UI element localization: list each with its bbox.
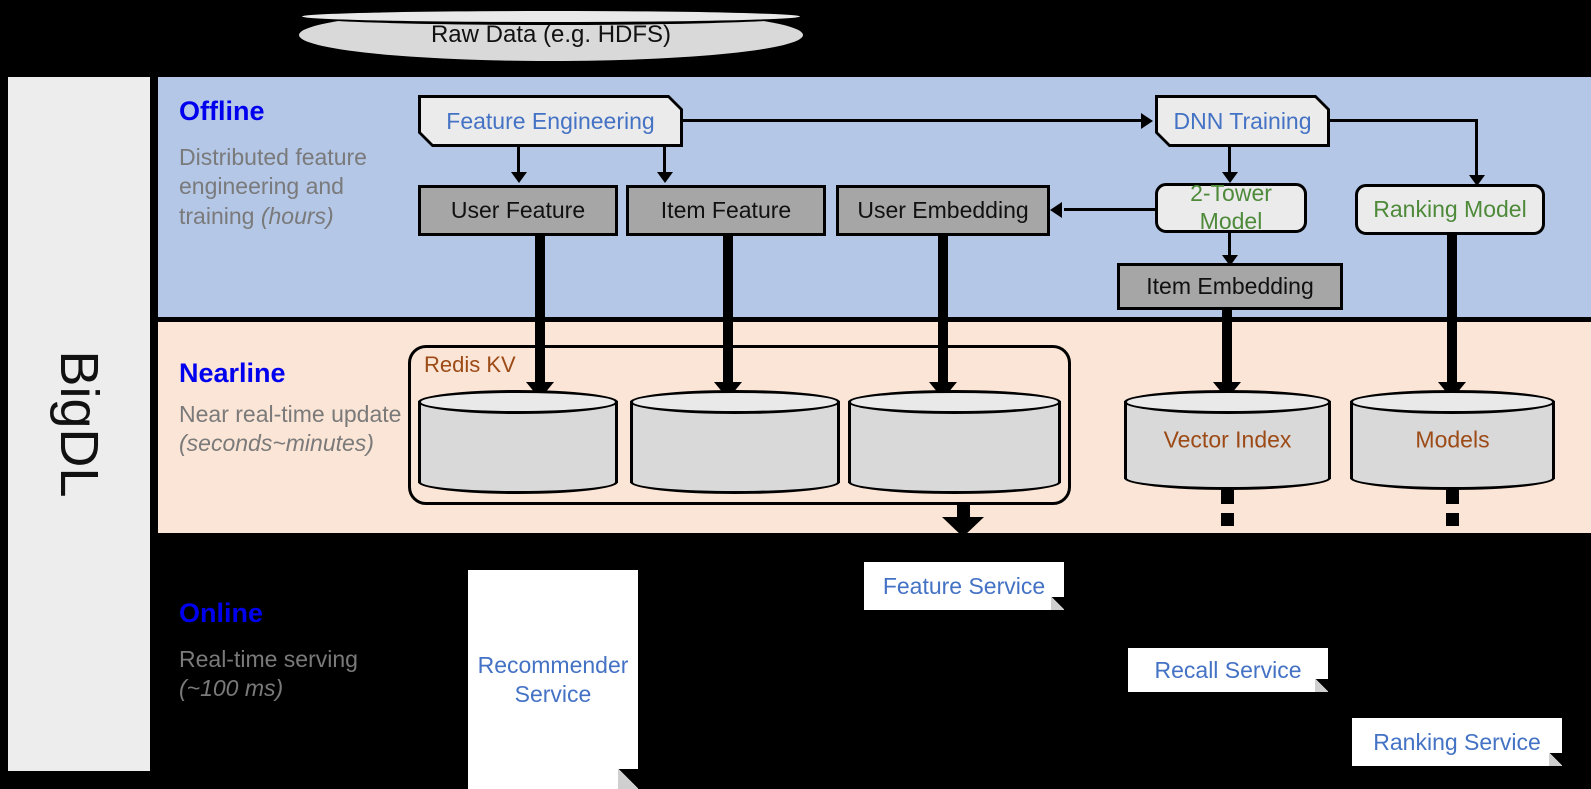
- connector-userembedding-kv3: [938, 236, 948, 386]
- raw-data-cylinder: Raw Data (e.g. HDFS): [296, 6, 806, 64]
- arrowhead-twotower-userembedding: [1050, 202, 1062, 218]
- band-subtitle-nearline: Near real-time update (seconds~minutes): [179, 401, 402, 457]
- models-label: Models: [1415, 426, 1490, 453]
- node-item-embedding[interactable]: Item Embedding: [1117, 263, 1343, 310]
- arrowhead-fe-dnn: [1141, 113, 1153, 129]
- connector-rankingmodel-models: [1447, 235, 1457, 386]
- item-embedding-label: Item Embedding: [1146, 272, 1314, 299]
- connector-vectorindex-stub1: [1221, 489, 1234, 504]
- node-kv-store-2[interactable]: [630, 390, 840, 494]
- connector-vectorindex-stub2: [1221, 513, 1234, 526]
- raw-data-top-arc: [299, 8, 803, 25]
- node-kv-store-3[interactable]: [848, 390, 1061, 494]
- vector-index-label: Vector Index: [1163, 426, 1292, 453]
- node-ranking-model[interactable]: Ranking Model: [1355, 184, 1545, 235]
- raw-data-label: Raw Data (e.g. HDFS): [430, 21, 672, 48]
- redis-kv-label: Redis KV: [424, 352, 516, 377]
- connector-redis-featureservice-stub: [957, 505, 970, 520]
- node-kv-store-1[interactable]: [418, 390, 618, 494]
- connector-dnn-ranking-v: [1475, 119, 1478, 179]
- vector-index-body: [1124, 401, 1331, 479]
- node-recommender-service[interactable]: Recommender Service: [468, 570, 638, 789]
- arrowhead-fe-itemfeature: [657, 172, 673, 183]
- feature-engineering-label: Feature Engineering: [421, 98, 680, 144]
- node-two-tower-model[interactable]: 2-Tower Model: [1155, 180, 1307, 234]
- band-title-online: Online: [179, 598, 264, 628]
- connector-fe-dnn: [683, 119, 1143, 122]
- user-embedding-label: User Embedding: [857, 196, 1029, 223]
- feature-service-label: Feature Service: [882, 572, 1046, 599]
- ranking-service-label: Ranking Service: [1373, 728, 1541, 755]
- connector-itemembedding-vectorindex: [1222, 310, 1232, 386]
- kv3-body: [848, 401, 1061, 483]
- kv2-top: [630, 390, 840, 414]
- connector-models-stub2: [1446, 513, 1459, 526]
- redis-kv-container: [408, 345, 1071, 505]
- bigdl-sidebar: BigDL: [8, 77, 150, 771]
- ranking-model-label: Ranking Model: [1373, 195, 1527, 222]
- connector-itemfeature-kv2: [723, 236, 733, 386]
- recommender-service-label: Recommender Service: [477, 652, 629, 707]
- kv1-top: [418, 390, 618, 414]
- band-subtitle-online: Real-time serving (~100 ms): [179, 646, 358, 702]
- node-vector-index[interactable]: Vector Index: [1124, 390, 1331, 490]
- dnn-training-label: DNN Training: [1158, 98, 1327, 144]
- models-body: [1350, 401, 1555, 479]
- node-ranking-service[interactable]: Ranking Service: [1352, 718, 1562, 766]
- user-feature-label: User Feature: [450, 196, 586, 223]
- band-title-nearline: Nearline: [179, 358, 286, 388]
- band-title-offline: Offline: [179, 96, 265, 126]
- connector-twotower-userembedding: [1064, 208, 1157, 211]
- node-feature-service[interactable]: Feature Service: [864, 562, 1064, 610]
- arrowhead-dnn-twotower: [1222, 172, 1238, 183]
- node-item-feature[interactable]: Item Feature: [626, 185, 826, 236]
- arrowhead-twotower-itemembedding: [1222, 255, 1238, 266]
- models-top: [1350, 390, 1555, 414]
- item-feature-label: Item Feature: [660, 196, 792, 223]
- kv2-body: [630, 401, 840, 483]
- node-user-feature[interactable]: User Feature: [418, 185, 618, 236]
- node-dnn-training[interactable]: DNN Training: [1155, 95, 1330, 147]
- connector-twotower-itemembedding: [1228, 233, 1231, 259]
- connector-dnn-twotower: [1228, 147, 1231, 175]
- kv1-body: [418, 401, 618, 483]
- connector-userfeature-kv1: [535, 236, 545, 386]
- node-models[interactable]: Models: [1350, 390, 1555, 490]
- connector-fe-userfeature: [517, 147, 520, 175]
- band-subtitle-offline: Distributed feature engineering and trai…: [179, 144, 367, 229]
- recall-service-label: Recall Service: [1154, 656, 1302, 683]
- arrowhead-dnn-ranking: [1469, 175, 1485, 186]
- vector-index-top: [1124, 390, 1331, 414]
- node-user-embedding[interactable]: User Embedding: [836, 185, 1050, 236]
- connector-dnn-ranking-h: [1330, 119, 1478, 122]
- arrowhead-redis-featureservice: [942, 517, 984, 537]
- two-tower-model-label: 2-Tower Model: [1190, 180, 1272, 234]
- connector-rawdata-fe: [549, 64, 552, 78]
- node-feature-engineering[interactable]: Feature Engineering: [418, 95, 683, 147]
- connector-fe-itemfeature: [663, 147, 666, 175]
- connector-models-stub1: [1446, 489, 1459, 504]
- node-recall-service[interactable]: Recall Service: [1128, 648, 1328, 692]
- kv3-top: [848, 390, 1061, 414]
- bigdl-label: BigDL: [49, 350, 109, 498]
- arrowhead-fe-userfeature: [511, 172, 527, 183]
